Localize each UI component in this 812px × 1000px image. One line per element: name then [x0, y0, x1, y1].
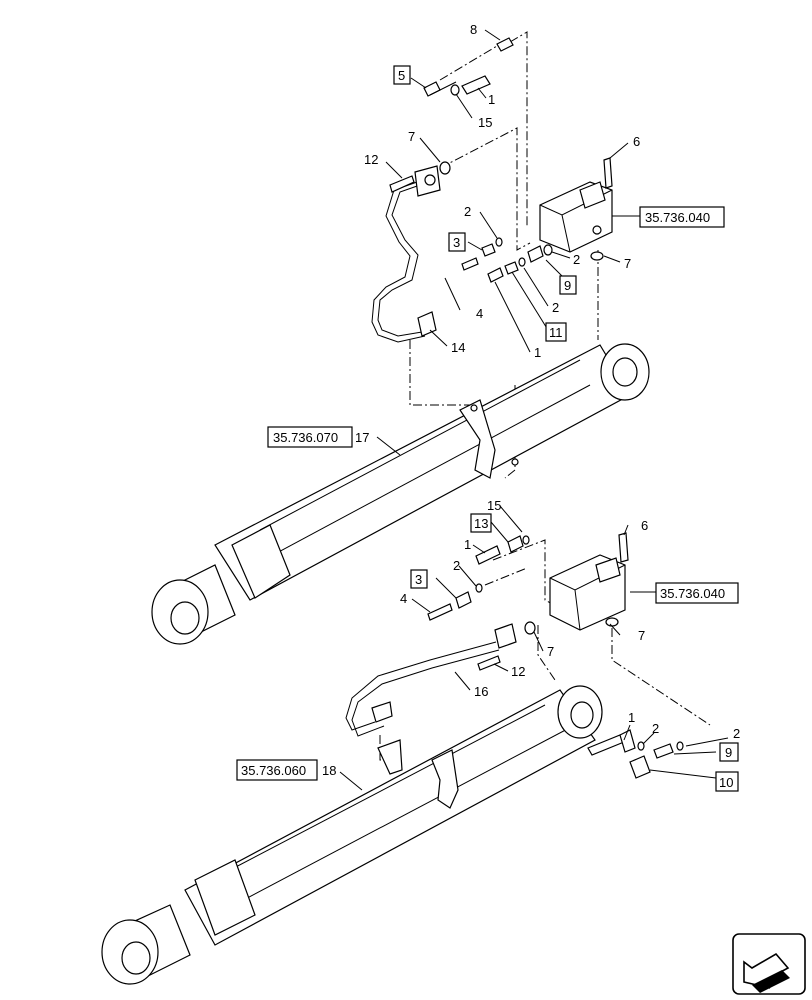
ref-cyl-lower: 35.736.060: [241, 763, 306, 778]
callout-l15: 15: [487, 498, 501, 513]
callout-u17: 17: [355, 430, 369, 445]
cylinder-17: [151, 343, 650, 645]
callout-l3: 3: [415, 572, 422, 587]
callout-l10: 10: [719, 775, 733, 790]
callout-l10-box: [715, 771, 739, 792]
leader-lines: [339, 29, 729, 791]
callout-l1b: 1: [628, 710, 635, 725]
callout-l2c: 2: [733, 726, 740, 741]
callout-l4: 4: [400, 591, 407, 606]
callout-l1a: 1: [464, 537, 471, 552]
callout-l2a: 2: [453, 558, 460, 573]
callout-u2b: 2: [573, 252, 580, 267]
fittings-row-upper: [461, 237, 604, 283]
callout-u9-box: [559, 275, 577, 295]
callout-u9: 9: [564, 278, 571, 293]
callout-u8: 8: [470, 22, 477, 37]
callout-u2c: 2: [552, 300, 559, 315]
callout-u14: 14: [451, 340, 465, 355]
upper-assembly: [151, 31, 650, 645]
callout-u4: 4: [476, 306, 483, 321]
callout-l9: 9: [725, 745, 732, 760]
ref-valve-upper-box: [639, 206, 725, 228]
callout-u6: 6: [633, 134, 640, 149]
callout-u7a: 7: [408, 129, 415, 144]
callout-l13-box: [470, 513, 492, 533]
callout-l16: 16: [474, 684, 488, 699]
callout-l13: 13: [474, 516, 488, 531]
fittings-5-15-1: [423, 75, 491, 97]
callout-l7b: 7: [547, 644, 554, 659]
callout-labels: 8 5 1 15 7 12 6 2 35.736.040 3 2 7 9 4 2…: [236, 22, 740, 792]
callout-u15: 15: [478, 115, 492, 130]
fittings-lower-mid: [427, 583, 483, 621]
ref-valve-lower: 35.736.040: [660, 586, 725, 601]
ref-valve-lower-box: [655, 582, 739, 604]
hose-16: [345, 623, 517, 737]
ref-cyl-upper: 35.736.070: [273, 430, 338, 445]
callout-u5-box: [393, 65, 411, 85]
valve-block-upper: [539, 157, 613, 253]
callout-u1b: 1: [534, 345, 541, 360]
callout-l3-box: [410, 569, 428, 589]
direction-arrow-icon[interactable]: [732, 933, 806, 995]
callout-u3: 3: [453, 235, 460, 250]
lower-assembly: [101, 532, 711, 985]
o-ring-7: [439, 161, 451, 175]
callout-l12: 12: [511, 664, 525, 679]
ref-cyl-lower-box: [236, 759, 318, 781]
callout-u11-box: [545, 322, 567, 342]
callout-u3-box: [448, 232, 466, 252]
callout-u2a: 2: [464, 204, 471, 219]
cylinder-18: [101, 685, 603, 985]
fittings-lower-top: [475, 535, 530, 565]
fitting-8: [496, 37, 514, 52]
hose-14: [371, 165, 441, 343]
callout-l9-box: [719, 742, 739, 762]
callout-u7b: 7: [624, 256, 631, 271]
ref-valve-upper: 35.736.040: [645, 210, 710, 225]
callout-u11: 11: [549, 325, 563, 340]
callout-u12: 12: [364, 152, 378, 167]
callout-l2b: 2: [652, 721, 659, 736]
callout-l7: 7: [638, 628, 645, 643]
fittings-lower-right: [587, 729, 684, 779]
callout-l18: 18: [322, 763, 336, 778]
callout-u5: 5: [398, 68, 405, 83]
ref-cyl-upper-box: [267, 426, 353, 448]
callout-l6: 6: [641, 518, 648, 533]
valve-block-lower: [524, 532, 629, 635]
callout-u1a: 1: [488, 92, 495, 107]
